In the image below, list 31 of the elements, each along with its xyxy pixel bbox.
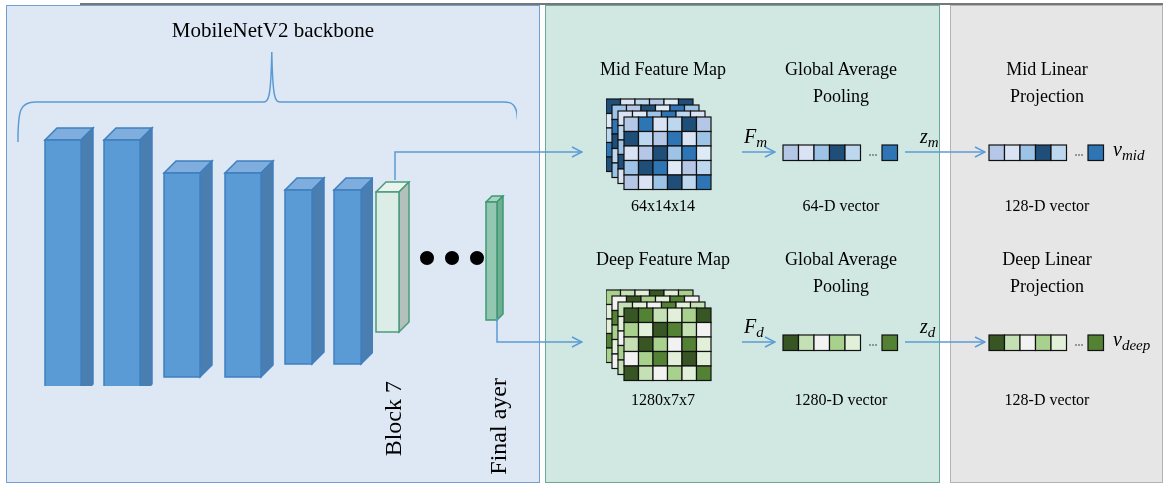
block-heading: Deep Feature Map <box>595 248 731 271</box>
layer-label: Final ayer <box>486 378 510 475</box>
section-panel <box>545 5 940 483</box>
arrow <box>741 146 776 158</box>
dimension-label: 128-D vector <box>1003 198 1091 214</box>
dimension-label: 64x14x14 <box>630 198 696 214</box>
output-symbol: v$_{mid}$ <box>1113 139 1145 159</box>
section-panel <box>6 5 540 483</box>
dimension-label: 1280-D vector <box>793 392 889 408</box>
arrow <box>496 317 583 348</box>
edge-label: z$_{m}$ <box>920 126 939 146</box>
layer-block <box>483 195 513 475</box>
block-heading: Global Average Pooling <box>783 58 899 108</box>
block-heading: Mid Feature Map <box>599 58 727 81</box>
layer-block <box>373 181 413 456</box>
dimension-label: 1280x7x7 <box>630 392 696 408</box>
arrow <box>904 336 986 348</box>
dimension-label: 128-D vector <box>1003 392 1091 408</box>
section-panel <box>950 5 1163 483</box>
edge-label: F$_{d}$ <box>744 316 764 336</box>
panel-title: MobileNetV2 backbone <box>170 20 376 41</box>
arrow <box>741 336 776 348</box>
block-heading: Global Average Pooling <box>783 248 899 298</box>
layer-label: Block 7 <box>381 380 405 456</box>
dimension-label: 64-D vector <box>801 198 881 214</box>
edge-label: F$_{m}$ <box>744 126 768 146</box>
block-heading: Deep Linear Projection <box>1001 248 1093 298</box>
arrow <box>904 146 986 158</box>
arrow <box>394 146 583 181</box>
block-heading: Mid Linear Projection <box>1005 58 1089 108</box>
edge-label: z$_{d}$ <box>920 316 936 336</box>
